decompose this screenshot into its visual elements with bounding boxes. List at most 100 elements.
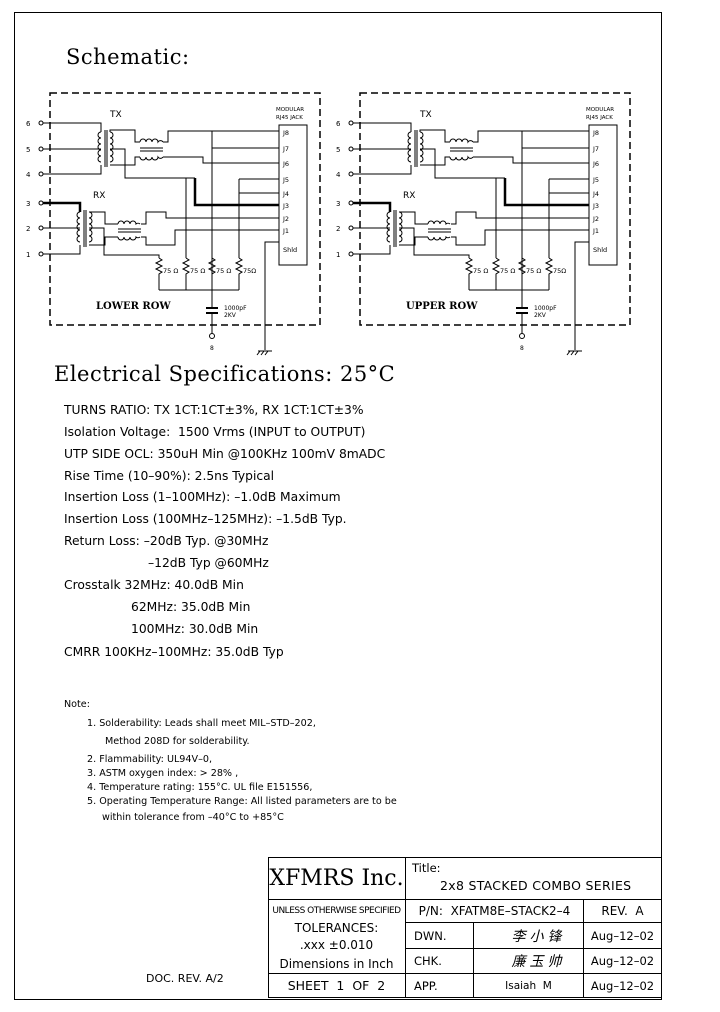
cap-value: 1000pF (224, 305, 247, 312)
title-label: Title: (412, 861, 441, 875)
jack-pin: J3 (592, 202, 599, 210)
cap-pin-label: 8 (520, 345, 524, 352)
left-pins (38, 120, 44, 257)
cap-value: 1000pF (534, 305, 557, 312)
sheet-number: SHEET 1 OF 2 (287, 978, 386, 993)
rj45-jack (278, 124, 308, 266)
note-item: within tolerance from –40°C to +85°C (102, 812, 284, 823)
pin-label: 4 (26, 171, 31, 179)
revision: REV. A (601, 904, 644, 918)
resistor-label: 75 Ω (216, 267, 231, 275)
schematic-block: 6 5 4 3 2 1 (336, 92, 631, 356)
doc-revision: DOC. REV. A/2 (146, 972, 224, 985)
note-item: Method 208D for solderability. (105, 736, 250, 747)
ground-icon (566, 241, 589, 356)
note-item: 5. Operating Temperature Range: All list… (87, 796, 397, 807)
schematic-title: Schematic: (66, 45, 190, 69)
title-block: XFMRS Inc. Title: 2x8 STACKED COMBO SERI… (268, 857, 662, 998)
jack-pin: J2 (592, 215, 599, 223)
pin-label: 6 (26, 120, 31, 128)
termination-resistors (154, 257, 244, 291)
jack-label: MODULAR (276, 107, 304, 113)
rx-transformer (353, 201, 589, 258)
jack-pin: J3 (282, 202, 289, 210)
spec-line: Rise Time (10–90%): 2.5ns Typical (64, 469, 275, 483)
resistor-label: 75Ω (243, 267, 256, 275)
pin-label: 4 (336, 171, 341, 179)
jack-label: MODULAR (586, 107, 614, 113)
drawing-title: 2x8 STACKED COMBO SERIES (440, 877, 632, 893)
schematic-block: 6 5 4 3 2 1 (26, 92, 321, 356)
schematic-diagram: 6 5 4 3 2 1 (26, 92, 631, 356)
checked-date: Aug–12–02 (590, 954, 655, 968)
jack-wiring (496, 131, 589, 308)
tx-label: TX (419, 110, 432, 120)
resistor-label: 75 Ω (163, 267, 178, 275)
dimensions-unit: Dimensions in Inch (279, 956, 394, 971)
spec-line: TURNS RATIO: TX 1CT:1CT±3%, RX 1CT:1CT±3… (64, 403, 364, 417)
note-item: 4. Temperature rating: 155°C. UL file E1… (87, 782, 313, 793)
jack-pin: J7 (282, 145, 289, 153)
row-label: LOWER ROW (96, 301, 171, 312)
rx-label: RX (403, 191, 415, 201)
jack-pin: Shld (283, 246, 297, 254)
unless-specified: UNLESS OTHERWISE SPECIFIED (272, 906, 401, 916)
jack-pin: J5 (592, 176, 599, 184)
jack-label: RJ45 JACK (276, 115, 303, 121)
jack-pin: J6 (282, 160, 289, 168)
cap-voltage: 2KV (224, 312, 237, 319)
jack-pin: J4 (282, 190, 289, 198)
pin-label: 1 (336, 251, 340, 259)
pin-label: 6 (336, 120, 341, 128)
j3-wire (193, 178, 279, 207)
resistor-label: 75 Ω (500, 267, 515, 275)
approved-label: APP. (414, 978, 438, 993)
jack-pin: J6 (592, 160, 599, 168)
dashed-boundary (49, 92, 321, 326)
pin-labels: 6 5 4 3 2 1 (26, 120, 31, 259)
pin-label: 5 (26, 146, 30, 154)
part-number: P/N: XFATM8E–STACK2–4 (418, 904, 571, 918)
specs-title: Electrical Specifications: 25°C (54, 362, 396, 386)
checked-label: CHK. (414, 954, 442, 968)
spec-line: 62MHz: 35.0dB Min (131, 600, 251, 614)
rx-label: RX (93, 191, 105, 201)
termination-resistors (464, 257, 554, 291)
approved-date: Aug–12–02 (590, 978, 655, 993)
spec-line: Insertion Loss (1–100MHz): –1.0dB Maximu… (64, 490, 341, 504)
jack-pin: J2 (282, 215, 289, 223)
tolerance-value: .xxx ±0.010 (299, 938, 374, 952)
pin-label: 2 (26, 225, 30, 233)
jack-pin: J1 (282, 227, 289, 235)
j3-wire (503, 178, 589, 207)
jack-pin: J5 (282, 176, 289, 184)
rj45-jack (588, 124, 618, 266)
pin-label: 1 (26, 251, 30, 259)
spec-line: Isolation Voltage: 1500 Vrms (INPUT to O… (64, 425, 366, 439)
tx-label: TX (109, 110, 122, 120)
capacitor (516, 307, 528, 339)
rx-transformer (43, 201, 279, 258)
drawn-date: Aug–12–02 (590, 928, 655, 943)
jack-pin: J7 (592, 145, 599, 153)
pin-label: 3 (26, 200, 30, 208)
row-label: UPPER ROW (406, 301, 478, 312)
capacitor (206, 307, 218, 339)
jack-label: RJ45 JACK (586, 115, 613, 121)
pin-labels: 6 5 4 3 2 1 (336, 120, 341, 259)
ground-icon (256, 241, 279, 356)
resistor-label: 75 Ω (473, 267, 488, 275)
company-name: XFMRS Inc. (269, 865, 404, 891)
spec-line: –12dB Typ @60MHz (148, 556, 269, 570)
notes-title: Note: (64, 699, 90, 710)
pin-label: 5 (336, 146, 340, 154)
pin-label: 2 (336, 225, 340, 233)
jack-pin: Shld (593, 246, 607, 254)
tolerances-label: TOLERANCES: (294, 921, 379, 935)
resistor-label: 75 Ω (190, 267, 205, 275)
jack-wiring (186, 131, 279, 308)
note-item: 3. ASTM oxygen index: > 28% , (87, 768, 239, 779)
spec-line: Insertion Loss (100MHz–125MHz): –1.5dB T… (64, 512, 347, 526)
jack-pin: J4 (592, 190, 599, 198)
cap-pin-label: 8 (210, 345, 214, 352)
